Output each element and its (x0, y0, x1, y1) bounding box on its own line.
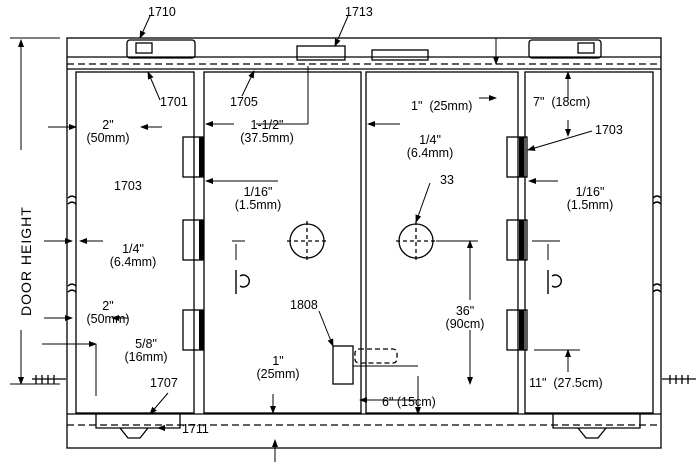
guide-center (371, 49, 429, 61)
dim-1-16in-left: 1/16"(1.5mm) (234, 185, 282, 212)
callout-1711: 1711 (182, 422, 209, 436)
callout-1703-left: 1703 (114, 179, 142, 193)
door-panel-4 (524, 71, 654, 414)
door-panel-1 (75, 71, 195, 414)
dim-7in: 7" (18cm) (533, 95, 591, 109)
bottom-pivot-left (95, 414, 181, 429)
dim-2in-low: 2"(50mm) (86, 299, 130, 326)
callout-1707: 1707 (150, 376, 178, 390)
callout-1703-right: 1703 (595, 123, 623, 137)
dim-1in-bottom: 1"(25mm) (256, 354, 300, 381)
door-panel-3 (365, 71, 519, 414)
screw-left (32, 375, 66, 384)
bottom-pivot-right (552, 414, 641, 429)
top-pivot-left (126, 39, 196, 59)
callout-1705: 1705 (230, 95, 258, 109)
dim-6in: 6" (15cm) (382, 395, 436, 409)
screw-right (662, 375, 696, 384)
callout-1701: 1701 (160, 95, 188, 109)
guide-1713 (296, 45, 346, 61)
dim-1-4in-mid: 1/4"(6.4mm) (406, 133, 454, 160)
aligner-1808 (332, 345, 354, 385)
dim-2in-top: 2"(50mm) (86, 118, 130, 145)
dim-36in: 36"(90cm) (445, 304, 485, 331)
callout-1710: 1710 (148, 5, 176, 19)
dim-5-8in: 5/8"(16mm) (124, 337, 168, 364)
callout-1808: 1808 (290, 298, 318, 312)
dim-1-1-2in: 1-1/2"(37.5mm) (240, 118, 294, 145)
hinges-right (506, 136, 528, 351)
dim-1-4in-left: 1/4"(6.4mm) (109, 242, 157, 269)
dim-1-16in-right: 1/16"(1.5mm) (566, 185, 614, 212)
dim-11in: 11" (27.5cm) (529, 376, 603, 390)
dim-1in-top: 1" (25mm) (411, 99, 473, 113)
callout-33: 33 (440, 173, 454, 187)
door-height-label: DOOR HEIGHT (18, 206, 34, 316)
top-pivot-right (528, 39, 602, 59)
callout-1713: 1713 (345, 5, 373, 19)
